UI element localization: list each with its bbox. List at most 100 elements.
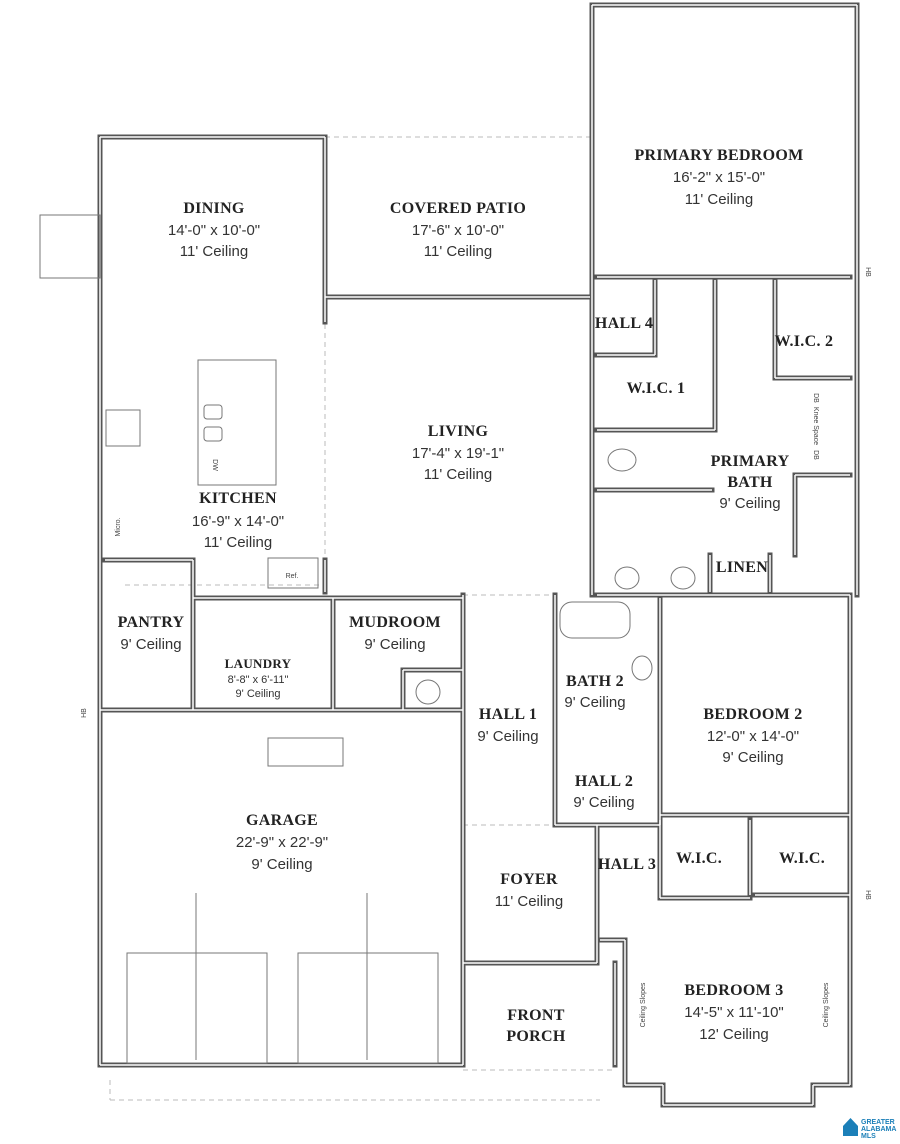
room-name: GARAGE	[246, 812, 318, 829]
house-icon	[843, 1118, 858, 1136]
room-wic: W.I.C.	[676, 850, 722, 867]
room-ceiling: 9' Ceiling	[564, 694, 625, 711]
room-mudroom: MUDROOM 9' Ceiling	[349, 614, 441, 653]
mls-logo	[843, 1118, 858, 1136]
room-linen: LINEN	[716, 559, 768, 576]
drawer-base-label: DB	[812, 393, 819, 403]
room-name: FOYER	[500, 871, 558, 888]
room-name: LAUNDRY	[225, 656, 292, 671]
room-dims: 14'-5" x 11'-10"	[684, 1004, 784, 1021]
room-ceiling: 11' Ceiling	[685, 191, 753, 208]
room-name: LIVING	[428, 423, 489, 440]
room-dims: 8'-8" x 6'-11"	[228, 674, 289, 686]
room-hall-3: HALL 3	[598, 856, 656, 873]
room-dims: 16'-2" x 15'-0"	[673, 169, 765, 186]
vanity-sink	[670, 566, 696, 590]
room-name: PORCH	[506, 1028, 566, 1045]
room-dims: 17'-4" x 19'-1"	[412, 445, 504, 462]
vanity-sink	[614, 566, 640, 590]
room-wic-1: W.I.C. 1	[627, 380, 686, 397]
room-ceiling: 9' Ceiling	[120, 636, 181, 653]
room-name: FRONT	[507, 1007, 565, 1024]
room-front-porch: FRONT PORCH	[506, 1007, 566, 1045]
range	[105, 409, 141, 447]
room-kitchen: KITCHEN 16'-9" x 14'-0" 11' Ceiling	[192, 490, 284, 551]
room-name: PRIMARY BEDROOM	[634, 147, 803, 164]
room-wic: W.I.C.	[779, 850, 825, 867]
room-name: BATH	[727, 474, 773, 491]
room-dims: 16'-9" x 14'-0"	[192, 513, 284, 530]
room-primary-bath: PRIMARY BATH 9' Ceiling	[711, 453, 790, 512]
room-dims: 17'-6" x 10'-0"	[412, 222, 504, 239]
microwave-label: Micro.	[115, 517, 122, 536]
room-wic-2: W.I.C. 2	[775, 333, 834, 350]
hose-bib-label: HB	[864, 267, 871, 277]
dishwasher-label: DW	[211, 459, 218, 471]
room-name: DINING	[183, 200, 245, 217]
garage-door	[126, 952, 268, 1064]
room-garage: GARAGE 22'-9" x 22'-9" 9' Ceiling	[236, 812, 328, 873]
room-primary-bedroom: PRIMARY BEDROOM 16'-2" x 15'-0" 11' Ceil…	[634, 147, 803, 208]
room-ceiling: 11' Ceiling	[204, 534, 272, 551]
attic-access	[267, 737, 344, 767]
room-ceiling: 11' Ceiling	[495, 893, 563, 910]
room-bedroom-3: BEDROOM 3 14'-5" x 11'-10" 12' Ceiling	[684, 982, 784, 1043]
room-name: BEDROOM 3	[684, 982, 783, 999]
bathtub	[559, 601, 631, 639]
ceiling-slopes-label: Ceiling Slopes	[823, 982, 830, 1027]
room-dims: 14'-0" x 10'-0"	[168, 222, 260, 239]
fixtures	[39, 214, 696, 1064]
garage-door	[297, 952, 439, 1064]
room-name: BEDROOM 2	[703, 706, 802, 723]
room-ceiling: 9' Ceiling	[719, 495, 780, 512]
room-dining: DINING 14'-0" x 10'-0" 11' Ceiling	[168, 200, 260, 260]
room-ceiling: 9' Ceiling	[236, 688, 281, 700]
ceiling-slopes-label: Ceiling Slopes	[640, 982, 647, 1027]
water-heater	[415, 679, 441, 705]
room-ceiling: 9' Ceiling	[573, 794, 634, 811]
room-living: LIVING 17'-4" x 19'-1" 11' Ceiling	[412, 423, 504, 483]
room-name: HALL 2	[575, 773, 633, 790]
kitchen-island	[197, 359, 277, 486]
hose-bib-label: HB	[81, 708, 88, 718]
toilet	[607, 448, 637, 472]
refrigerator	[267, 557, 319, 589]
room-dims: 22'-9" x 22'-9"	[236, 834, 328, 851]
room-name: BATH 2	[566, 673, 624, 690]
room-covered-patio: COVERED PATIO 17'-6" x 10'-0" 11' Ceilin…	[390, 200, 526, 260]
room-ceiling: 9' Ceiling	[477, 728, 538, 745]
room-hall-1: HALL 1 9' Ceiling	[477, 706, 538, 745]
room-bath-2: BATH 2 9' Ceiling	[564, 673, 625, 711]
hose-bib-label: HB	[864, 890, 871, 900]
room-name: PRIMARY	[711, 453, 790, 470]
refrigerator-label: Ref.	[286, 573, 299, 580]
sink	[203, 426, 223, 442]
mls-logo-text: MLS	[861, 1133, 876, 1140]
room-ceiling: 9' Ceiling	[251, 856, 312, 873]
room-foyer: FOYER 11' Ceiling	[495, 871, 563, 910]
room-ceiling: 12' Ceiling	[699, 1026, 769, 1043]
room-ceiling: 9' Ceiling	[364, 636, 425, 653]
room-ceiling: 11' Ceiling	[424, 466, 492, 483]
room-name: PANTRY	[118, 614, 185, 631]
exterior-pad	[39, 214, 101, 279]
room-bedroom-2: BEDROOM 2 12'-0" x 14'-0" 9' Ceiling	[703, 706, 802, 766]
knee-space-label: Knee Space	[812, 407, 819, 445]
toilet	[631, 655, 653, 681]
room-name: MUDROOM	[349, 614, 441, 631]
mls-logo-text: GREATER	[861, 1119, 895, 1126]
room-hall-4: HALL 4	[595, 315, 653, 332]
room-pantry: PANTRY 9' Ceiling	[118, 614, 185, 653]
room-name: KITCHEN	[199, 490, 277, 507]
drawer-base-label: DB	[812, 450, 819, 460]
room-dims: 12'-0" x 14'-0"	[707, 728, 799, 745]
room-hall-2: HALL 2 9' Ceiling	[573, 773, 634, 811]
walls	[97, 2, 860, 1108]
room-ceiling: 9' Ceiling	[722, 749, 783, 766]
room-name: COVERED PATIO	[390, 200, 526, 217]
room-ceiling: 11' Ceiling	[180, 243, 248, 260]
room-laundry: LAUNDRY 8'-8" x 6'-11" 9' Ceiling	[225, 656, 292, 700]
room-name: HALL 1	[479, 706, 537, 723]
mls-logo-text: ALABAMA	[861, 1126, 896, 1133]
